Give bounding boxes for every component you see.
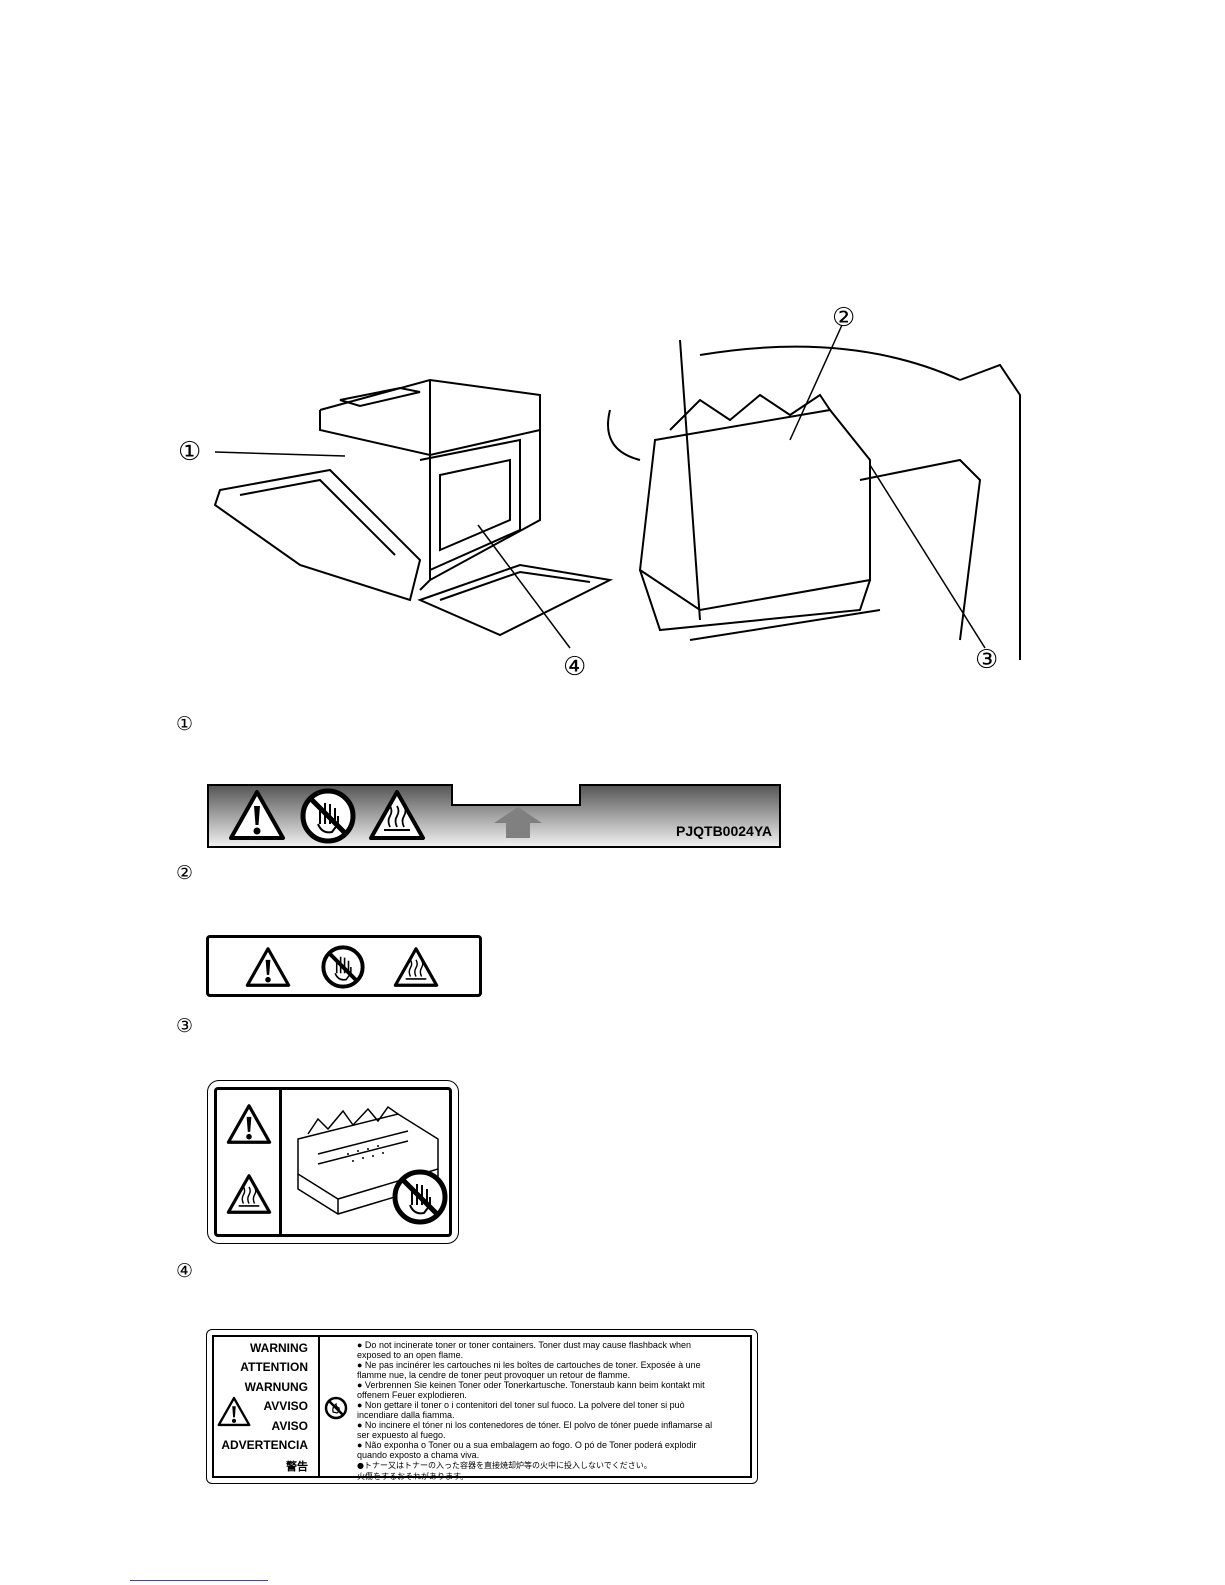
- warning-line: ● Do not incinerate toner or toner conta…: [357, 1340, 691, 1350]
- hot-surface-icon: [226, 1173, 272, 1215]
- warning-title-pt: AVISO: [271, 1419, 308, 1433]
- callout-1: ①: [178, 437, 202, 467]
- printer-line-art: [213, 324, 1021, 660]
- no-touch-icon: [300, 788, 356, 844]
- warning-line: ● Verbrennen Sie keinen Toner oder Toner…: [357, 1380, 705, 1390]
- label-4-warning: WARNING ATTENTION WARNUNG AVVISO AVISO A…: [206, 1329, 758, 1484]
- warning-line: incendiare dalla fiamma.: [357, 1410, 455, 1420]
- warning-line: exposed to an open flame.: [357, 1350, 464, 1360]
- warning-text: ● Do not incinerate toner or toner conta…: [357, 1340, 751, 1482]
- callout-2: ②: [832, 303, 856, 333]
- label-1-art: [207, 784, 781, 848]
- caution-triangle-icon: [226, 1103, 272, 1145]
- warning-line: quando exposto a chama viva.: [357, 1450, 480, 1460]
- warning-line: ● No incinere el tóner ni los contenedor…: [357, 1420, 713, 1430]
- label-code: PJQTB0024YA: [676, 823, 772, 839]
- label-3: [207, 1080, 459, 1244]
- hot-surface-icon: [368, 789, 426, 841]
- warning-line: ser expuesto al fuego.: [357, 1430, 446, 1440]
- no-touch-icon: [321, 945, 365, 989]
- warning-title-de: WARNUNG: [244, 1380, 308, 1394]
- caution-triangle-icon: [245, 946, 291, 988]
- section-4-number: ④: [176, 1260, 194, 1282]
- warning-line: ● Non gettare il toner o i contenitori d…: [357, 1400, 685, 1410]
- caution-triangle-icon: [228, 789, 286, 841]
- footer-rule: [130, 1580, 268, 1581]
- warning-line: offenem Feuer explodieren.: [357, 1390, 467, 1400]
- no-fire-icon: [324, 1396, 348, 1420]
- warning-title-it: AVVISO: [263, 1399, 308, 1413]
- warning-line: 火傷をするおそれがあります。: [357, 1472, 469, 1481]
- section-3-number: ③: [176, 1015, 194, 1037]
- caution-triangle-icon: [217, 1396, 251, 1427]
- section-1-number: ①: [176, 713, 194, 735]
- no-touch-icon: [392, 1169, 448, 1225]
- printer-illustration: ① ② ③ ④: [0, 280, 1225, 690]
- warning-line: flamme nue, la cendre de toner peut prov…: [357, 1370, 631, 1380]
- warning-title-es: ADVERTENCIA: [221, 1438, 308, 1452]
- label-1: PJQTB0024YA: [206, 783, 782, 849]
- warning-title-ja: 警告: [286, 1460, 308, 1473]
- section-2-number: ②: [176, 862, 194, 884]
- warning-line: ● Não exponha o Toner ou a sua embalagem…: [357, 1440, 697, 1450]
- warning-title-en: WARNING: [250, 1341, 308, 1355]
- callout-4: ④: [563, 652, 587, 682]
- warning-line: ●トナー又はトナーの入った容器を直接焼却炉等の火中に投入しないでください。: [357, 1461, 652, 1470]
- label-2: [206, 935, 482, 997]
- warning-title-fr: ATTENTION: [240, 1360, 308, 1374]
- hot-surface-icon: [393, 946, 439, 988]
- warning-line: ● Ne pas incinérer les cartouches ni les…: [357, 1360, 701, 1370]
- callout-3: ③: [975, 645, 999, 675]
